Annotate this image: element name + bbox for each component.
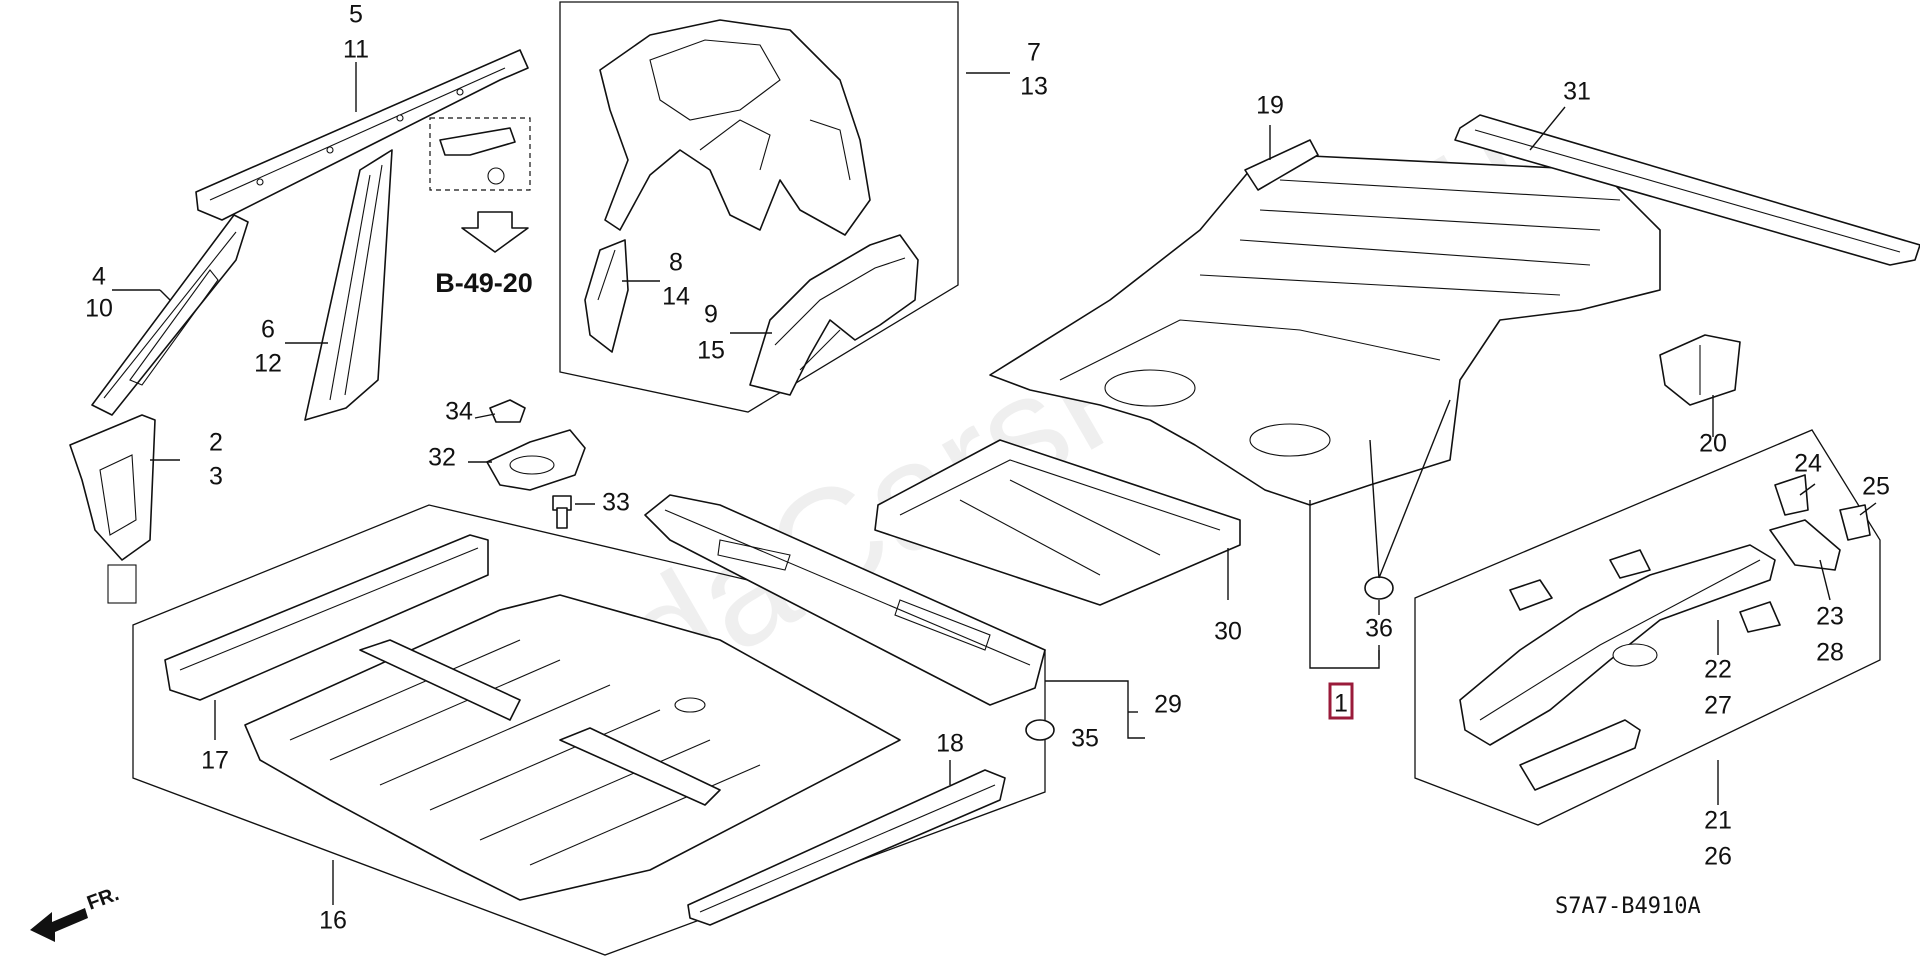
callout-23[interactable]: 23 — [1816, 603, 1844, 631]
part-18-sill-outer[interactable] — [687, 769, 1006, 926]
part-wheelhouse-extension[interactable] — [584, 239, 629, 353]
callout-34[interactable]: 34 — [445, 398, 473, 426]
part-24-bracket[interactable] — [1774, 474, 1809, 516]
callout-13[interactable]: 13 — [1020, 73, 1048, 101]
part-1-rear-floor[interactable] — [989, 154, 1661, 506]
front-label: FR. — [84, 883, 122, 915]
part-23-bracket[interactable] — [1769, 519, 1841, 571]
callout-24[interactable]: 24 — [1794, 450, 1822, 478]
callout-7[interactable]: 7 — [1027, 39, 1041, 67]
callout-25[interactable]: 25 — [1862, 473, 1890, 501]
front-arrow-icon: FR. — [30, 883, 122, 942]
part-35-plug[interactable] — [1025, 719, 1055, 741]
part-wheelhouse-outer[interactable] — [749, 234, 919, 396]
part-16-front-floor[interactable] — [244, 594, 901, 901]
callout-9[interactable]: 9 — [704, 301, 718, 329]
part-36-plug[interactable] — [1364, 576, 1394, 600]
callout-14[interactable]: 14 — [662, 283, 690, 311]
callout-3[interactable]: 3 — [209, 463, 223, 491]
part-29-crossmember[interactable] — [644, 494, 1046, 706]
callout-35[interactable]: 35 — [1071, 725, 1099, 753]
part-31-rail[interactable] — [1454, 114, 1920, 266]
part-33-bolt[interactable] — [552, 495, 572, 529]
part-21-rear-frame-ext[interactable] — [1519, 719, 1641, 791]
callout-2[interactable]: 2 — [209, 429, 223, 457]
callout-17[interactable]: 17 — [201, 747, 229, 775]
callout-8[interactable]: 8 — [669, 249, 683, 277]
group-frame-front-floor — [132, 504, 1046, 956]
callout-11[interactable]: 11 — [343, 36, 369, 64]
part-rear-wheelhouse-inner[interactable] — [599, 19, 871, 236]
part-30-rear-crossmember[interactable] — [874, 439, 1241, 606]
callout-15[interactable]: 15 — [697, 337, 725, 365]
part-center-pillar[interactable] — [304, 149, 393, 421]
callout-30[interactable]: 30 — [1214, 618, 1242, 646]
callout-22[interactable]: 22 — [1704, 656, 1732, 684]
callout-19[interactable]: 19 — [1256, 92, 1284, 120]
part-22-rear-frame[interactable] — [1459, 544, 1776, 746]
part-19-bracket[interactable] — [1244, 139, 1319, 191]
part-32-bracket[interactable] — [486, 429, 586, 491]
arrow-down-icon — [461, 211, 529, 253]
callout-20[interactable]: 20 — [1699, 430, 1727, 458]
callout-32[interactable]: 32 — [428, 444, 456, 472]
callout-36[interactable]: 36 — [1365, 615, 1393, 643]
callout-31[interactable]: 31 — [1563, 78, 1591, 106]
callout-6[interactable]: 6 — [261, 316, 275, 344]
callout-21[interactable]: 21 — [1704, 807, 1732, 835]
callout-26[interactable]: 26 — [1704, 843, 1732, 871]
callout-1[interactable]: 1 — [1334, 690, 1348, 718]
part-17-sill-inner[interactable] — [164, 534, 489, 701]
highlight-box-part-1 — [1328, 682, 1354, 720]
part-small-brackets — [1509, 549, 1781, 633]
callouts: 5 11 4 10 6 12 2 3 7 13 8 14 9 15 34 32 … — [85, 1, 1890, 935]
callout-28[interactable]: 28 — [1816, 639, 1844, 667]
callout-29[interactable]: 29 — [1154, 691, 1182, 719]
callout-12[interactable]: 12 — [254, 350, 282, 378]
leader-lines — [112, 62, 1877, 905]
ref-label[interactable]: B-49-20 — [435, 268, 533, 298]
group-frame-rear-wheelhouse — [559, 1, 959, 413]
callout-5[interactable]: 5 — [349, 1, 363, 29]
callout-18[interactable]: 18 — [936, 730, 964, 758]
part-20-bracket[interactable] — [1659, 334, 1741, 406]
group-frame-rear-frame — [1414, 429, 1881, 826]
part-front-pillar-upper[interactable] — [91, 214, 249, 416]
callout-16[interactable]: 16 — [319, 907, 347, 935]
callout-27[interactable]: 27 — [1704, 692, 1732, 720]
callout-4[interactable]: 4 — [92, 263, 106, 291]
part-ref-bracket — [429, 117, 531, 253]
part-34-nut[interactable] — [489, 399, 526, 423]
callout-10[interactable]: 10 — [85, 295, 113, 323]
diagram-code: S7A7-B4910A — [1555, 894, 1701, 919]
part-front-pillar-lower[interactable] — [69, 414, 156, 604]
callout-33[interactable]: 33 — [602, 489, 630, 517]
part-roof-rail[interactable] — [195, 49, 529, 221]
